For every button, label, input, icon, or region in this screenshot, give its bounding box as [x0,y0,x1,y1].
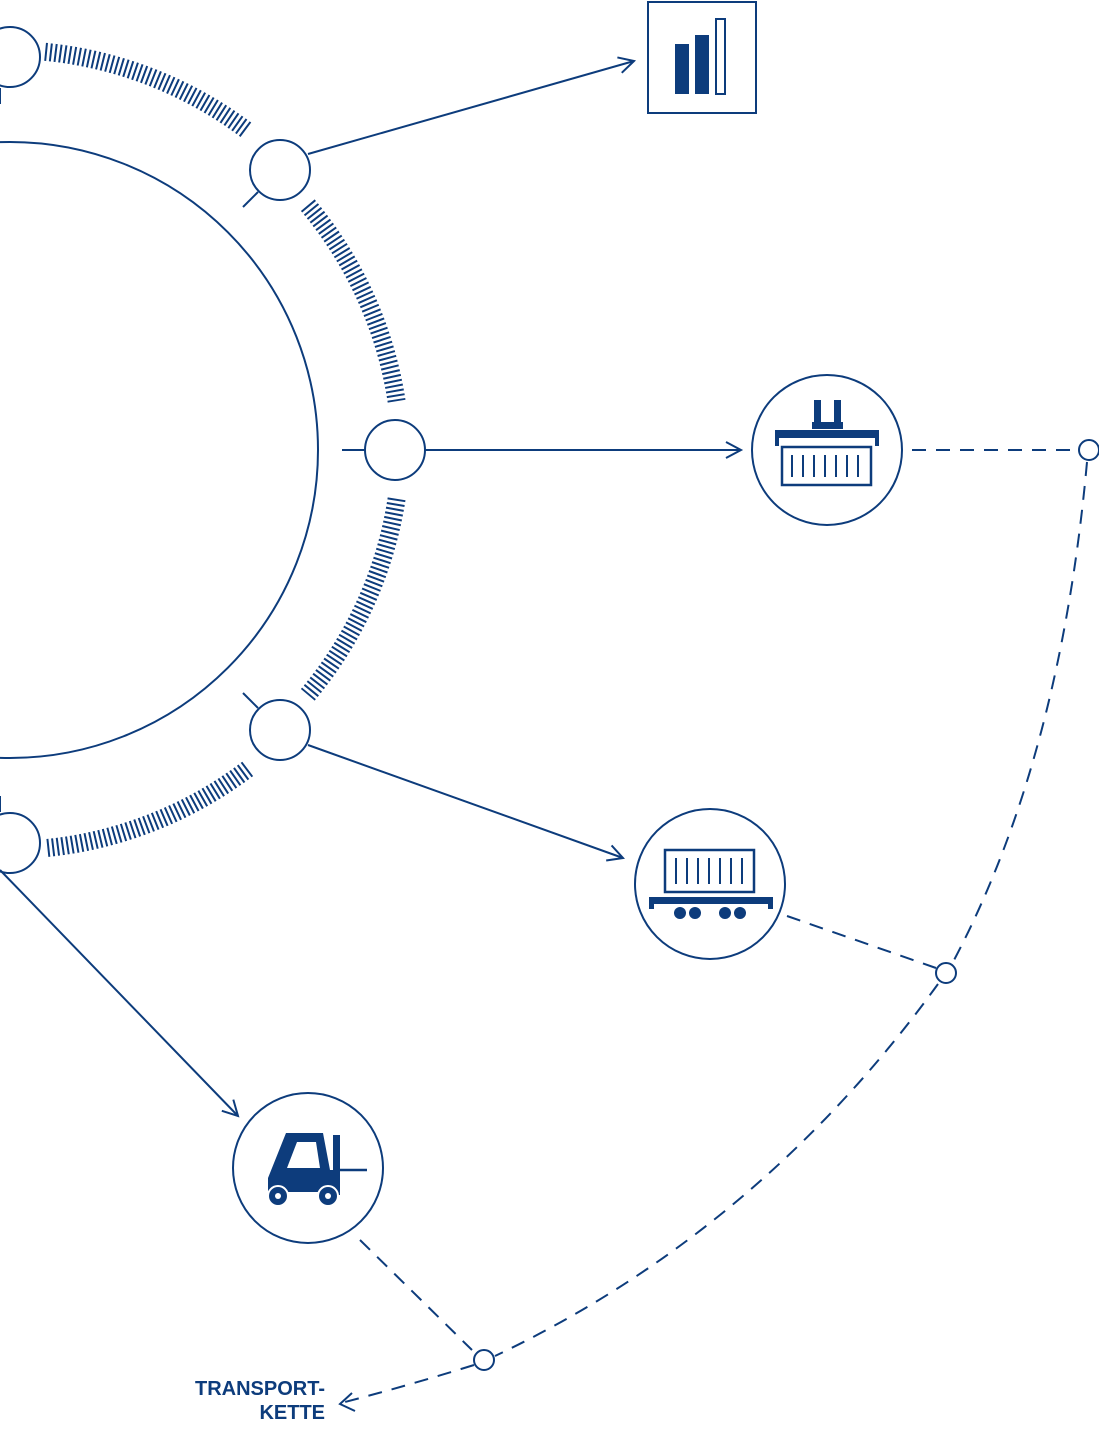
tick-arc-top [44,42,254,139]
tick-arc-lower [300,497,406,701]
ring-node-middle [364,419,426,481]
bar-chart-icon [675,18,726,95]
label-line-1: TRANSPORT- [195,1378,325,1400]
chain-node-crane [1078,439,1099,461]
chain-node-rail [935,962,957,984]
rail-frame [634,808,786,960]
arrow-to-forklift [0,869,240,1118]
crane-container-icon [775,400,879,487]
transport-chain [344,449,1088,1403]
tick-arc-bottom [44,761,254,858]
ring-node-upper [249,139,311,201]
label-line-2: KETTE [259,1402,325,1424]
transport-chain-label: TRANSPORT- KETTE [120,1377,325,1425]
arrow-to-chart [307,56,637,155]
ring-node-top [0,26,41,88]
ring-node-lower [249,699,311,761]
forklift-icon [267,1133,367,1207]
ring-node-bottom [0,812,41,874]
crane-frame [751,374,903,526]
tick-arc-upper [300,199,406,403]
chain-arrowhead [338,1392,356,1412]
chain-node-forklift [473,1349,495,1371]
central-circle [0,141,319,759]
rail-wagon-container-icon [649,848,773,919]
arrow-to-rail [307,744,626,862]
forklift-frame [232,1092,384,1244]
chart-frame [647,1,757,114]
